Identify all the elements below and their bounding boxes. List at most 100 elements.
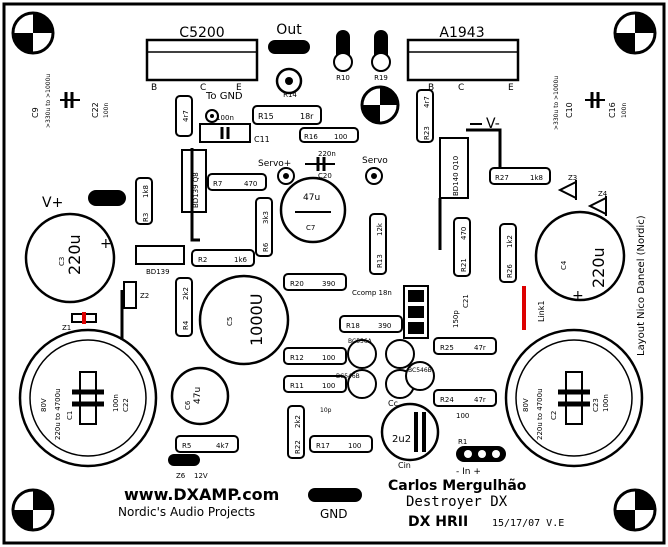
svg-text:Servo: Servo <box>362 156 388 166</box>
svg-text:Cc: Cc <box>388 399 398 408</box>
svg-text:4r7: 4r7 <box>423 96 431 108</box>
svg-text:R14: R14 <box>283 91 297 99</box>
svg-text:R6: R6 <box>262 242 270 252</box>
svg-text:R16: R16 <box>304 133 318 141</box>
svg-text:3k3: 3k3 <box>262 211 270 224</box>
svg-text:390: 390 <box>322 280 335 288</box>
svg-text:100n: 100n <box>103 103 110 118</box>
svg-text:BD139 Q8: BD139 Q8 <box>192 172 200 208</box>
svg-text:B: B <box>428 83 434 93</box>
svg-text:Cin: Cin <box>398 461 411 470</box>
transistor-bc546b-right: BC546B <box>405 361 435 391</box>
svg-text:2u2: 2u2 <box>392 434 411 445</box>
capacitor-c22: C22 100n <box>91 102 110 118</box>
svg-text:2k2: 2k2 <box>182 287 190 300</box>
capacitor-c4: 220u C4 + <box>534 210 626 304</box>
zener-z6: Z6 12V <box>168 454 208 480</box>
svg-text:C1: C1 <box>66 411 74 420</box>
output-connector: Out R14 <box>268 22 310 99</box>
svg-text:4k7: 4k7 <box>216 442 229 450</box>
zener-z1: Z1 <box>62 312 97 332</box>
capacitor-c1: 80V 220u to 4700u C1 100n C22 <box>18 328 158 468</box>
servo-plus-pad: Servo+ <box>258 159 295 185</box>
svg-text:Z3: Z3 <box>568 174 577 182</box>
svg-text:R3: R3 <box>142 213 150 222</box>
svg-text:10p: 10p <box>320 407 332 414</box>
resistor-r26: 1k2 R26 <box>499 223 517 283</box>
project-label: Destroyer DX <box>406 494 508 510</box>
svg-text:R21: R21 <box>460 258 468 272</box>
svg-text:GND: GND <box>320 507 348 521</box>
svg-text:R4: R4 <box>182 320 190 330</box>
to-gnd-pad: To GND <box>205 91 243 123</box>
svg-text:BC546B: BC546B <box>336 373 360 380</box>
svg-text:18r: 18r <box>300 112 314 121</box>
svg-text:C21: C21 <box>462 294 470 308</box>
svg-text:+: + <box>572 288 584 304</box>
svg-text:2k2: 2k2 <box>294 415 302 428</box>
svg-text:R26: R26 <box>506 264 514 278</box>
resistor-r19: R19 <box>371 30 391 82</box>
svg-text:C: C <box>200 83 206 93</box>
transistor-bd139-q8: BD139 Q8 <box>181 149 207 213</box>
svg-text:100: 100 <box>456 412 469 420</box>
resistor-r6: 3k3 R6 <box>255 197 273 257</box>
svg-text:220u to 4700u: 220u to 4700u <box>54 388 62 440</box>
svg-text:R7: R7 <box>213 180 222 188</box>
pcb-traces <box>120 128 502 340</box>
capacitor-cin: 2u2 Cc Cin <box>380 399 440 470</box>
transistor-c5200: C5200 B C E <box>145 25 259 93</box>
svg-text:R20: R20 <box>290 280 304 288</box>
svg-text:1k6: 1k6 <box>234 256 248 264</box>
svg-text:B: B <box>151 83 157 93</box>
transistor-a1943: A1943 B C E <box>406 25 520 93</box>
svg-text:Z4: Z4 <box>598 190 608 198</box>
capacitor-c20: 220n C20 <box>305 150 336 180</box>
svg-text:C20: C20 <box>318 172 332 180</box>
svg-text:100n: 100n <box>621 103 628 118</box>
mounting-hole-top-right <box>613 11 657 55</box>
svg-text:100n: 100n <box>602 394 610 412</box>
svg-text:R13: R13 <box>376 254 384 268</box>
svg-text:100n: 100n <box>112 394 120 412</box>
resistor-r21: 470 R21 <box>453 217 471 277</box>
svg-text:R23: R23 <box>423 126 431 140</box>
resistor-r25: R25 47r <box>433 337 497 355</box>
svg-text:R15: R15 <box>258 112 274 121</box>
svg-text:R27: R27 <box>495 174 509 182</box>
c5200-label: C5200 <box>179 25 224 41</box>
resistor-r17: R17 100 <box>309 435 373 453</box>
svg-text:47u: 47u <box>303 193 320 203</box>
mounting-hole-bottom-right <box>613 488 657 532</box>
website-label: www.DXAMP.com <box>124 485 279 504</box>
capacitor-c11: 100n C11 <box>199 114 270 144</box>
resistor-r23: 4r7 R23 <box>416 89 434 143</box>
model-label: DX HRII <box>408 514 468 530</box>
zener-z4: Z4 <box>587 190 608 216</box>
svg-text:C10: C10 <box>565 102 574 118</box>
svg-text:220u to 4700u: 220u to 4700u <box>536 388 544 440</box>
capacitor-c9: C9 >330u to >1000u <box>31 74 80 128</box>
svg-text:220u: 220u <box>65 234 84 275</box>
svg-text:R10: R10 <box>336 74 350 82</box>
svg-text:Z2: Z2 <box>140 292 149 300</box>
capacitor-c3: 220u C3 + <box>24 212 116 304</box>
link-1: Link1 <box>522 286 546 330</box>
svg-text:+: + <box>100 236 112 252</box>
transistor-bd139: BD139 <box>135 245 185 276</box>
svg-text:150p: 150p <box>452 310 460 328</box>
svg-text:R18: R18 <box>346 322 360 330</box>
resistor-r4: 2k2 R4 <box>175 277 193 337</box>
svg-text:C16: C16 <box>608 102 617 118</box>
svg-text:47u: 47u <box>193 387 203 404</box>
capacitor-c14: 10p <box>320 407 332 414</box>
svg-text:C23: C23 <box>592 398 600 412</box>
resistor-r2: R2 1k6 <box>191 249 255 267</box>
svg-text:390: 390 <box>378 322 391 330</box>
svg-text:BC556A: BC556A <box>348 338 373 345</box>
svg-text:- In +: - In + <box>456 467 481 477</box>
mounting-hole-bottom-left <box>11 488 55 532</box>
capacitor-c10: >330u to >1000u C10 <box>553 76 605 130</box>
mounting-hole-center <box>360 85 400 125</box>
svg-text:V+: V+ <box>42 195 63 211</box>
